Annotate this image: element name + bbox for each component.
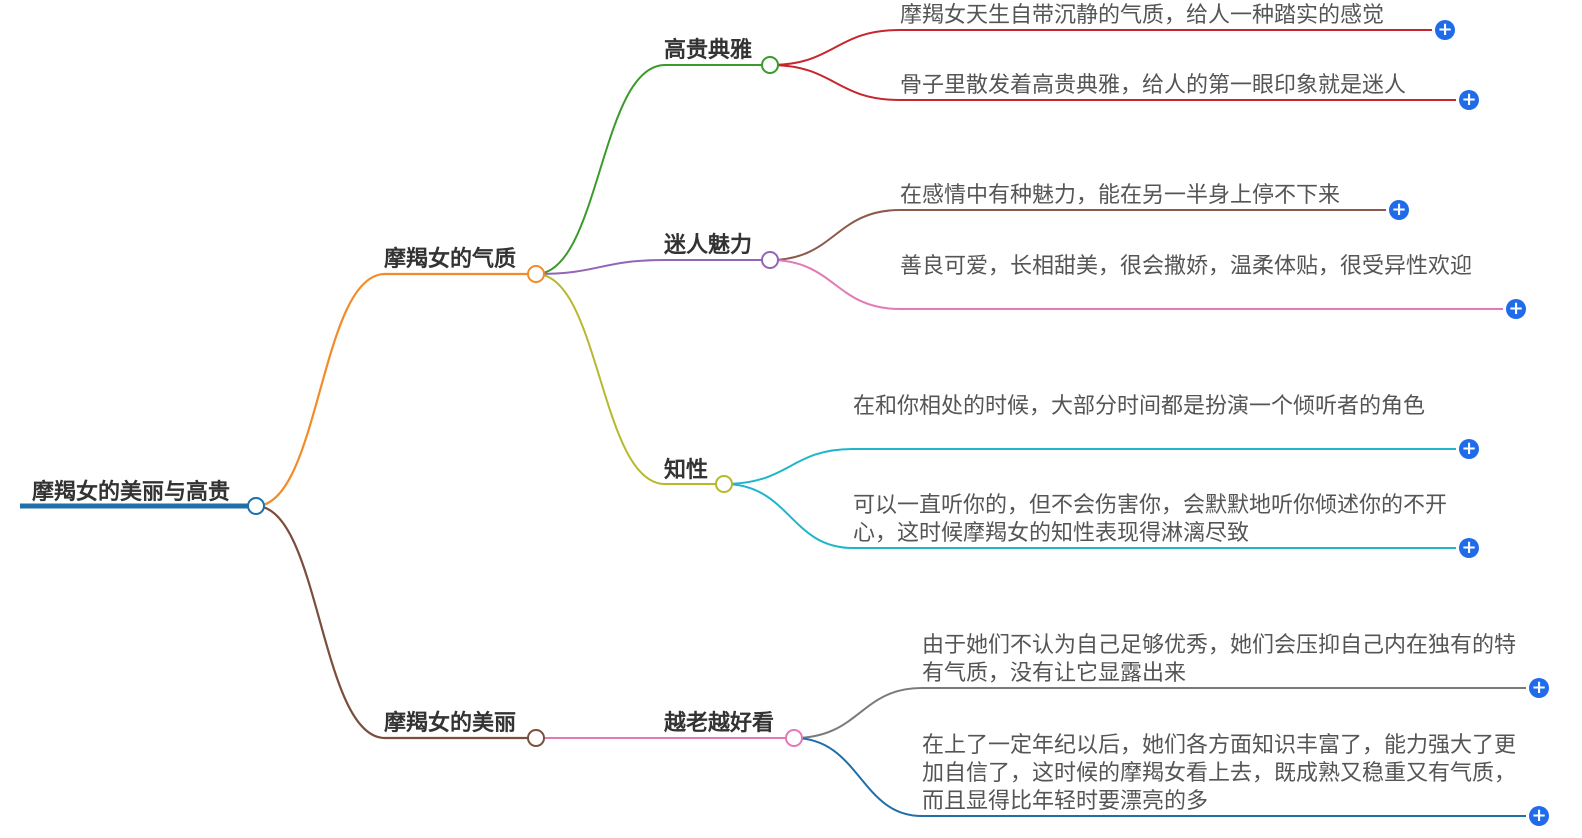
child-label-meiren[interactable]: 迷人魅力 — [664, 233, 753, 258]
plus-circle-icon[interactable]: + — [1529, 678, 1549, 698]
edge-yuelao-leaf-2 — [793, 737, 1526, 817]
branch-label-meili[interactable]: 摩羯女的美丽 — [384, 711, 517, 736]
node-handle-meiren[interactable] — [761, 251, 779, 269]
plus-circle-icon[interactable]: + — [1506, 299, 1526, 319]
edge-yuelao-leaf-1 — [793, 687, 1526, 739]
edge-meiren-leaf-1 — [769, 209, 1386, 261]
node-handle-root[interactable] — [247, 497, 265, 515]
edge-zhixing-leaf-2 — [723, 483, 1456, 549]
branch-label-qizhi[interactable]: 摩羯女的气质 — [384, 247, 517, 272]
leaf-yuelao-1[interactable]: 由于她们不认为自己足够优秀，她们会压抑自己内在独有的特有气质，没有让它显露出来 — [922, 633, 1517, 686]
root-label[interactable]: 摩羯女的美丽与高贵 — [32, 480, 231, 505]
edge-qizhi-meiren — [535, 259, 770, 275]
leaf-zhixing-2[interactable]: 可以一直听你的，但不会伤害你，会默默地听你倾述你的不开心，这时候摩羯女的知性表现… — [853, 493, 1448, 546]
plus-circle-icon[interactable]: + — [1459, 538, 1479, 558]
edge-qizhi-zhixing — [535, 273, 724, 485]
edge-zhixing-leaf-1 — [723, 448, 1456, 485]
leaf-meiren-1[interactable]: 在感情中有种魅力，能在另一半身上停不下来 — [900, 183, 1341, 208]
plus-circle-icon[interactable]: + — [1459, 439, 1479, 459]
edge-root-qizhi — [255, 272, 536, 508]
edge-gaogui-leaf-2 — [769, 64, 1456, 101]
child-label-gaogui[interactable]: 高贵典雅 — [664, 38, 753, 63]
node-handle-meili[interactable] — [527, 729, 545, 747]
node-handle-yuelao[interactable] — [785, 729, 803, 747]
leaf-gaogui-2[interactable]: 骨子里散发着高贵典雅，给人的第一眼印象就是迷人 — [900, 73, 1407, 98]
plus-circle-icon[interactable]: + — [1529, 806, 1549, 826]
node-handle-qizhi[interactable] — [527, 265, 545, 283]
node-handle-gaogui[interactable] — [761, 56, 779, 74]
plus-circle-icon[interactable]: + — [1459, 90, 1479, 110]
edge-gaogui-leaf-1 — [769, 29, 1432, 66]
node-handle-zhixing[interactable] — [715, 475, 733, 493]
child-label-zhixing[interactable]: 知性 — [664, 458, 709, 483]
edge-qizhi-gaogui — [535, 64, 770, 275]
plus-circle-icon[interactable]: + — [1389, 200, 1409, 220]
plus-circle-icon[interactable]: + — [1435, 20, 1455, 40]
edge-root-meili — [255, 504, 536, 740]
child-label-yuelao[interactable]: 越老越好看 — [664, 711, 775, 736]
leaf-zhixing-1[interactable]: 在和你相处的时候，大部分时间都是扮演一个倾听者的角色 — [853, 394, 1426, 419]
edge-meiren-leaf-2 — [769, 259, 1503, 310]
leaf-meiren-2[interactable]: 善良可爱，长相甜美，很会撒娇，温柔体贴，很受异性欢迎 — [900, 254, 1473, 279]
leaf-yuelao-2[interactable]: 在上了一定年纪以后，她们各方面知识丰富了，能力强大了更加自信了，这时候的摩羯女看… — [922, 733, 1517, 814]
leaf-gaogui-1[interactable]: 摩羯女天生自带沉静的气质，给人一种踏实的感觉 — [900, 3, 1385, 28]
